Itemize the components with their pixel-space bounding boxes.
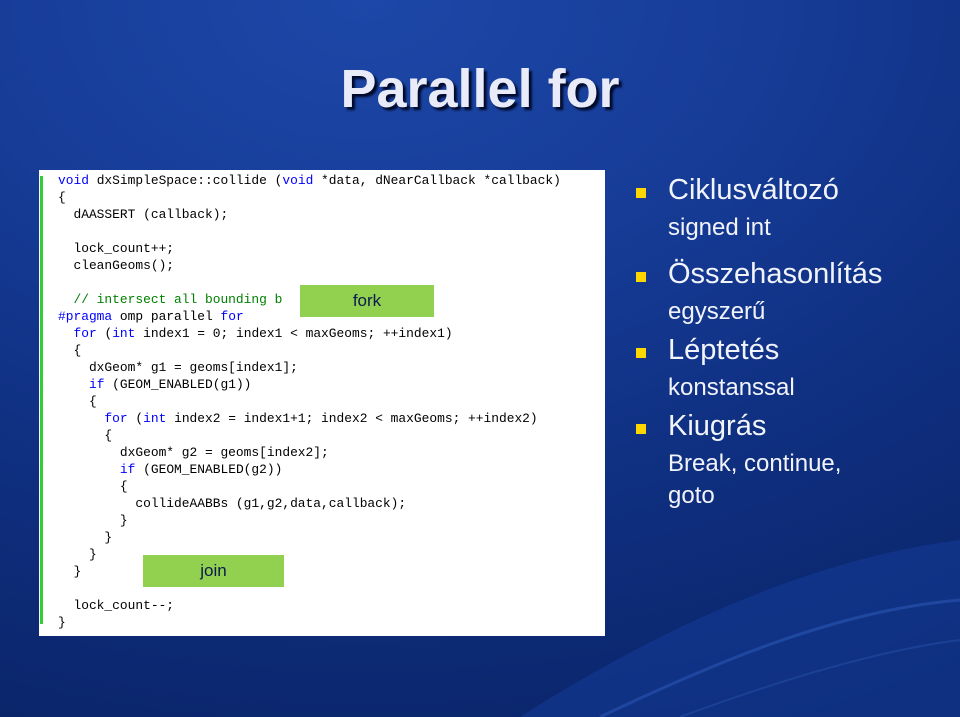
code-token: { — [58, 428, 113, 443]
slide-title: Parallel for — [340, 59, 620, 119]
bullet-heading: Kiugrás — [668, 410, 767, 442]
code-token: void — [58, 173, 89, 188]
code-line: } — [58, 514, 128, 528]
code-line: { — [58, 395, 97, 409]
code-token — [58, 377, 89, 392]
bullet-square-icon — [636, 188, 646, 198]
bullet-subtext: egyszerű — [668, 298, 766, 325]
code-token: omp parallel — [112, 309, 221, 324]
code-token: index1 = 0; index1 < maxGeoms; ++index1) — [135, 326, 453, 341]
code-token: collideAABBs (g1,g2,data,callback); — [58, 496, 407, 511]
code-token: lock_count++; — [58, 241, 175, 256]
code-token: if — [88, 377, 105, 392]
code-token: } — [58, 564, 82, 579]
code-token: for — [220, 309, 244, 324]
code-line: if (GEOM_ENABLED(g2)) — [58, 463, 282, 477]
code-token: int — [143, 411, 167, 426]
code-token: int — [112, 326, 136, 341]
bullet-heading: Összehasonlítás — [668, 258, 883, 290]
code-line: lock_count--; — [58, 599, 174, 613]
bullet-subtext: Break, continue, — [668, 450, 842, 477]
code-gutter — [40, 176, 43, 624]
code-line: void dxSimpleSpace::collide (void *data,… — [58, 174, 561, 188]
code-token: } — [58, 530, 113, 545]
code-token: void — [282, 173, 314, 188]
code-token: { — [58, 479, 128, 494]
code-token: // intersect all bounding b — [58, 292, 283, 307]
code-token — [58, 462, 120, 477]
code-token: #pragma — [58, 309, 113, 324]
code-token: for — [73, 326, 97, 341]
code-line: } — [58, 548, 97, 562]
code-line: { — [58, 344, 81, 358]
code-token: (GEOM_ENABLED(g1)) — [104, 377, 252, 392]
bullet-square-icon — [636, 348, 646, 358]
bullet-subtext: goto — [668, 482, 715, 509]
code-line: { — [58, 480, 128, 494]
code-line: cleanGeoms(); — [58, 259, 174, 273]
fork-label: fork — [300, 285, 434, 317]
code-line: { — [58, 429, 112, 443]
code-token: ( — [127, 411, 144, 426]
code-token — [58, 326, 73, 341]
code-line: dxGeom* g1 = geoms[index1]; — [58, 361, 298, 375]
code-token: dxGeom* g1 = geoms[index1]; — [58, 360, 298, 375]
bullet-square-icon — [636, 424, 646, 434]
bullet-heading: Ciklusváltozó — [668, 174, 839, 206]
bullet-subtext: konstanssal — [668, 374, 795, 401]
code-token: { — [58, 190, 66, 205]
code-token — [58, 411, 104, 426]
code-screenshot: void dxSimpleSpace::collide (void *data,… — [39, 170, 605, 636]
code-line: } — [58, 531, 112, 545]
code-token: (GEOM_ENABLED(g2)) — [135, 462, 283, 477]
code-line: dxGeom* g2 = geoms[index2]; — [58, 446, 329, 460]
code-token: dAASSERT (callback); — [58, 207, 229, 222]
bullet-subtext: signed int — [668, 214, 771, 241]
code-token: lock_count--; — [58, 598, 175, 613]
bullet-square-icon — [636, 272, 646, 282]
code-line: collideAABBs (g1,g2,data,callback); — [58, 497, 406, 511]
code-line: } — [58, 565, 81, 579]
code-token: } — [58, 547, 97, 562]
code-token: { — [58, 394, 97, 409]
code-token: *data, dNearCallback *callback) — [313, 173, 561, 188]
code-token: dxSimpleSpace::collide ( — [88, 173, 283, 188]
code-line: for (int index2 = index1+1; index2 < max… — [58, 411, 538, 426]
code-token: if — [119, 462, 136, 477]
code-line: if (GEOM_ENABLED(g1)) — [58, 378, 251, 392]
code-token: { — [58, 343, 82, 358]
code-line: // intersect all bounding b — [58, 293, 282, 307]
code-token: } — [58, 513, 128, 528]
code-line: { — [58, 191, 66, 205]
code-line: } — [58, 616, 66, 630]
code-token: } — [58, 615, 66, 630]
code-token: ( — [96, 326, 113, 341]
code-token: for — [104, 411, 128, 426]
code-line: #pragma omp parallel for — [58, 310, 244, 324]
code-token: dxGeom* g2 = geoms[index2]; — [58, 445, 329, 460]
code-token: cleanGeoms(); — [58, 258, 175, 273]
code-line: dAASSERT (callback); — [58, 208, 228, 222]
code-token: index2 = index1+1; index2 < maxGeoms; ++… — [166, 411, 538, 426]
code-line: for (int index1 = 0; index1 < maxGeoms; … — [58, 326, 453, 341]
join-label: join — [143, 555, 284, 587]
bullet-heading: Léptetés — [668, 334, 780, 366]
code-line: lock_count++; — [58, 242, 174, 256]
